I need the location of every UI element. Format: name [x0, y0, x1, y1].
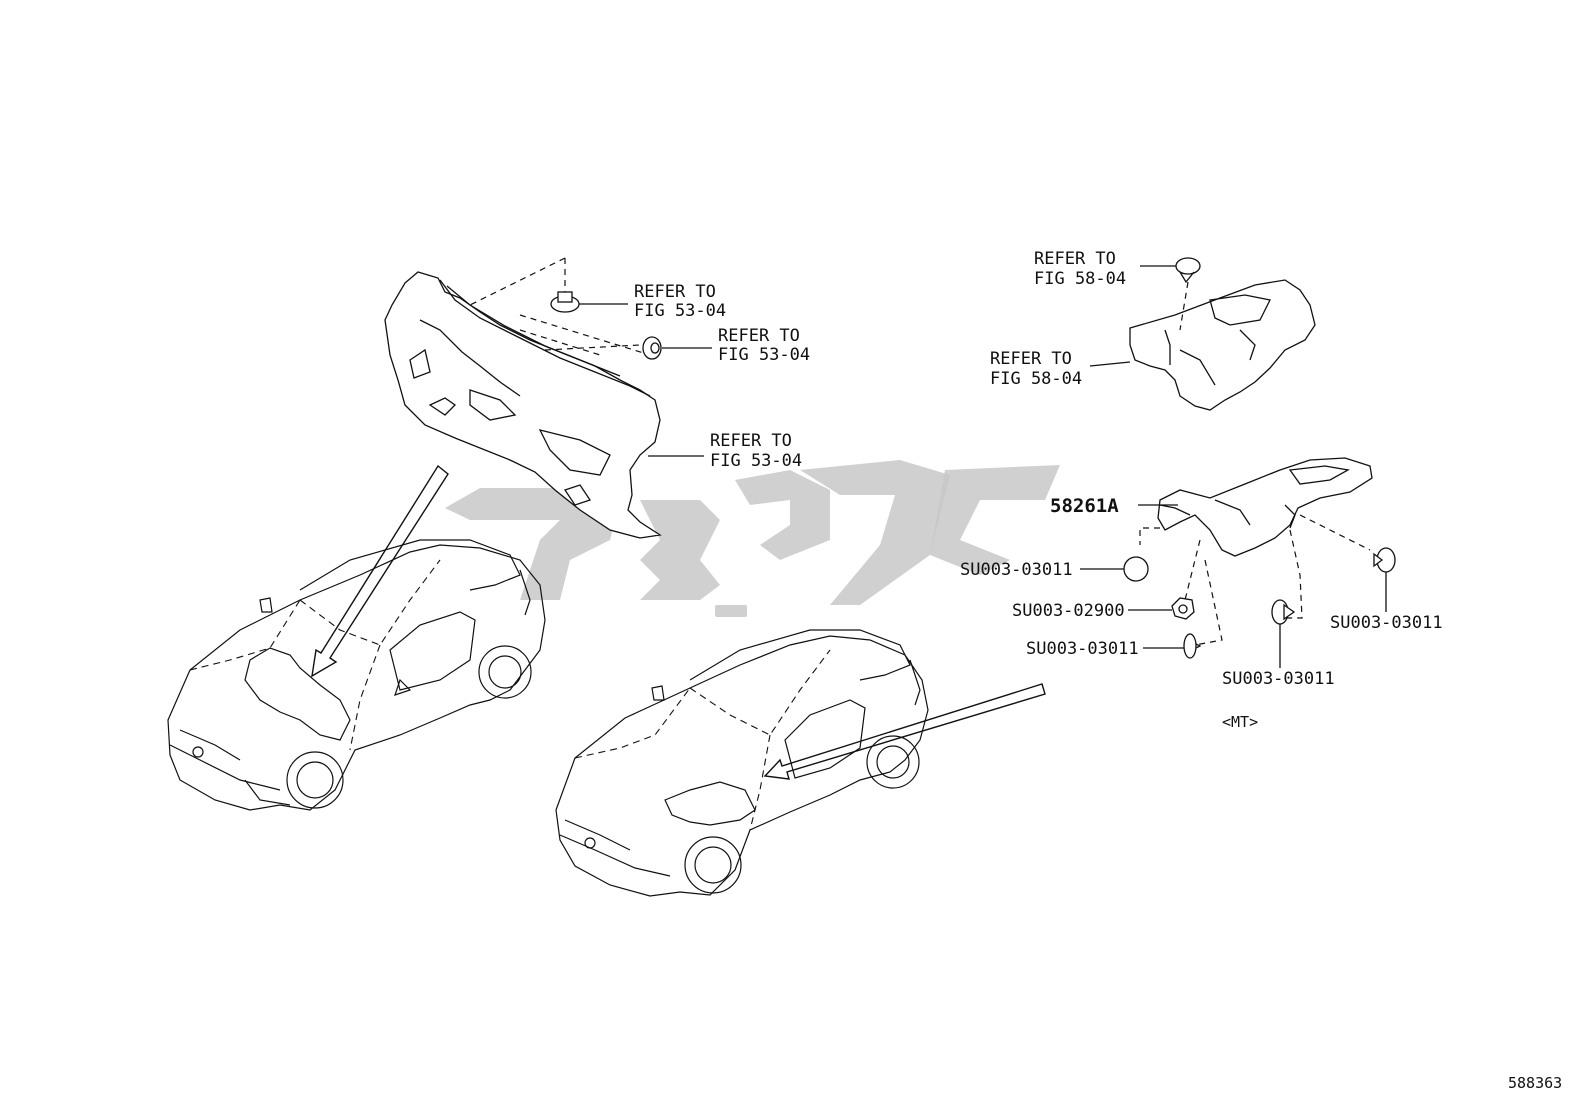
dash-insulator-part: [384, 271, 662, 539]
part-number-clip: SU003-03011: [1330, 613, 1443, 633]
callout-refer-line1: REFER TO: [990, 349, 1072, 369]
watermark-logo: [445, 460, 1060, 617]
callout-refer-line1: REFER TO: [710, 431, 792, 451]
pointer-arrow: [311, 464, 449, 678]
clip-icon: [550, 291, 580, 313]
pointer-arrow: [763, 683, 1046, 780]
callout-refer-line2: FIG 58-04: [1034, 269, 1126, 289]
clip-icon: [642, 336, 662, 360]
tunnel-insulator-part: [1129, 279, 1316, 411]
dash-insulator-leaders: [469, 257, 651, 356]
car-illustration: [167, 539, 546, 811]
clip-icon: [1373, 547, 1396, 573]
callout-refer-line2: FIG 53-04: [634, 301, 726, 321]
clip-icon: [1183, 633, 1202, 659]
part-number-main: 58261A: [1050, 495, 1119, 517]
clip-icon: [1175, 257, 1201, 284]
part-number-nut: SU003-02900: [1012, 601, 1125, 621]
callout-refer-line1: REFER TO: [1034, 249, 1116, 269]
part-number-clip: SU003-03011: [1222, 669, 1335, 689]
clip-icon: [1123, 556, 1149, 582]
callout-refer-line1: REFER TO: [718, 326, 800, 346]
part-number-clip: SU003-03011: [1026, 639, 1139, 659]
car-illustration: [555, 629, 929, 897]
clip-icon: [1271, 599, 1296, 625]
variant-note: <MT>: [1222, 713, 1258, 731]
fastener-leaders: [1139, 514, 1371, 646]
callout-refer-line2: FIG 53-04: [718, 345, 810, 365]
callout-refer-line1: REFER TO: [634, 282, 716, 302]
part-number-clip: SU003-03011: [960, 560, 1073, 580]
callout-refer-line2: FIG 58-04: [990, 369, 1082, 389]
floor-silencer-part: [1157, 457, 1373, 557]
diagram-id: 588363: [1508, 1074, 1562, 1092]
nut-icon: [1171, 597, 1195, 620]
callout-refer-line2: FIG 53-04: [710, 451, 802, 471]
